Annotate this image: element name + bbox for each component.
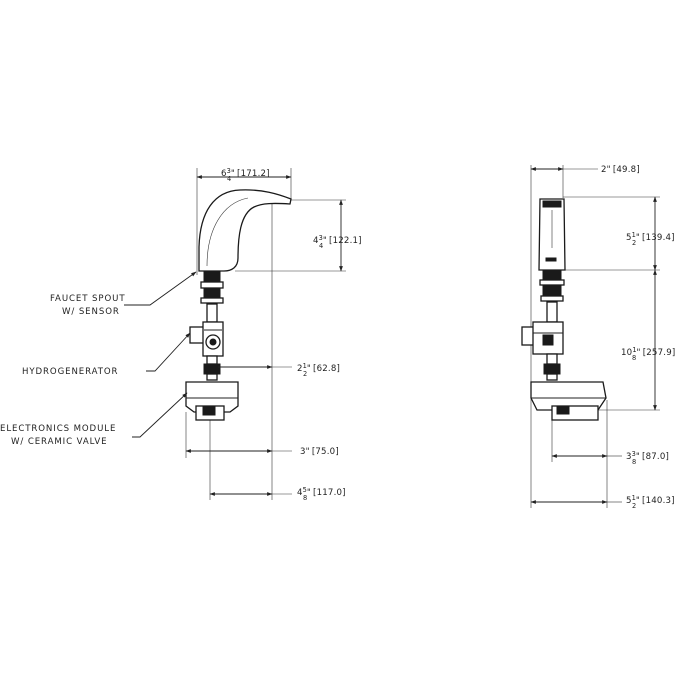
spout-highlight — [206, 197, 249, 267]
supply-pipe — [206, 373, 218, 381]
supply-pipe — [546, 353, 558, 365]
sensor-window — [542, 200, 562, 208]
module-housing — [185, 381, 239, 413]
callout-hydrogenerator: HYDROGENERATOR — [22, 367, 118, 377]
supply-pipe — [546, 373, 558, 381]
electronics-module — [185, 381, 239, 421]
callout-module-line2: W/ CERAMIC VALVE — [11, 437, 108, 447]
dim-side-generator: 21"[62.8] 2 — [297, 358, 344, 378]
spout-base-nut — [542, 270, 562, 280]
spout-base-nut — [203, 270, 221, 282]
front-view: 2"[49.8] 51"[139.4] 2 101"[257.9] 8 33"[… — [521, 165, 675, 510]
mounting-nut — [542, 285, 562, 296]
callout-module-line1: ELECTRONICS MODULE — [0, 424, 116, 434]
callout-leader-generator — [146, 332, 191, 372]
side-view: 63"[171.2] 4 43"[122.1] 4 21"[62.8] 2 3"… — [0, 163, 366, 502]
callout-leader-module — [132, 392, 188, 438]
dim-side-module: 3"[75.0] — [300, 447, 339, 457]
dim-front-module: 33"[87.0] 8 — [626, 446, 673, 466]
generator-port — [542, 334, 554, 346]
electronics-module-front — [530, 381, 607, 421]
mounting-nut — [203, 288, 221, 298]
dim-side-spout-height: 43"[122.1] 4 — [313, 230, 366, 250]
dim-front-below-deck: 101"[257.9] 8 — [621, 342, 675, 362]
faucet-spout — [198, 189, 292, 272]
supply-pipe — [206, 355, 218, 365]
generator-port-core — [209, 338, 217, 346]
callout-spout-line2: W/ SENSOR — [62, 307, 120, 317]
valve-outlet — [202, 406, 216, 416]
dim-side-overall: 45"[117.0] 8 — [297, 482, 350, 502]
hydrogenerator-front — [521, 321, 564, 355]
supply-shank — [206, 303, 218, 323]
mounting-washer — [200, 281, 224, 289]
supply-shank — [546, 301, 558, 323]
coupling-nut — [543, 363, 561, 375]
callout-spout-line1: FAUCET SPOUT — [50, 294, 125, 304]
spout-aerator — [545, 257, 557, 262]
hydrogenerator — [189, 321, 224, 357]
mounting-washer — [539, 279, 565, 286]
dim-front-spout-height: 51"[139.4] 2 — [626, 227, 675, 247]
coupling-nut — [203, 363, 221, 375]
generator-cap — [189, 326, 205, 344]
mounting-washer — [540, 295, 564, 302]
dim-front-width: 2"[49.8] — [601, 165, 640, 175]
callout-leader-spout — [124, 271, 197, 306]
dim-side-reach: 63"[171.2] 4 — [221, 163, 274, 183]
dim-front-overall: 51"[140.3] 2 — [626, 490, 675, 510]
valve-outlet — [556, 406, 570, 415]
generator-cap — [521, 326, 535, 346]
mounting-washer — [200, 297, 224, 304]
